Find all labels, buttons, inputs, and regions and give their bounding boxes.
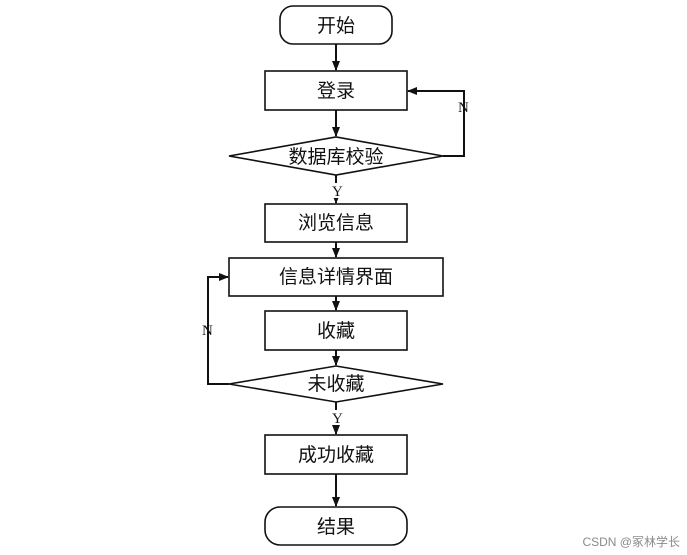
not-collected-label: 未收藏 (307, 373, 364, 395)
end-label: 结果 (317, 516, 355, 538)
login-box (264, 70, 408, 111)
collect-no-label: N (202, 323, 213, 339)
detail-box (228, 257, 444, 297)
arrow-check-no-loop (407, 87, 465, 157)
db-yes-label: Y (332, 184, 343, 200)
success-label: 成功收藏 (298, 444, 374, 466)
db-no-label: N (458, 100, 469, 116)
watermark-text: CSDN @冢林学长 (582, 534, 680, 549)
collect-label: 收藏 (317, 320, 355, 342)
collect-yes-bg (330, 410, 344, 425)
end-terminal (264, 506, 408, 546)
db-check-label: 数据库校验 (288, 146, 383, 168)
browse-label: 浏览信息 (298, 212, 374, 234)
collect-box (264, 310, 408, 351)
browse-box (264, 203, 408, 243)
detail-label: 信息详情界面 (279, 266, 393, 288)
collect-yes-label: Y (332, 411, 343, 427)
start-label: 开始 (317, 15, 355, 37)
not-collected-decision (228, 365, 444, 403)
login-label: 登录 (317, 80, 355, 102)
success-box (264, 434, 408, 475)
db-yes-bg (330, 183, 344, 198)
arrow-decision-no-loop (207, 273, 229, 385)
